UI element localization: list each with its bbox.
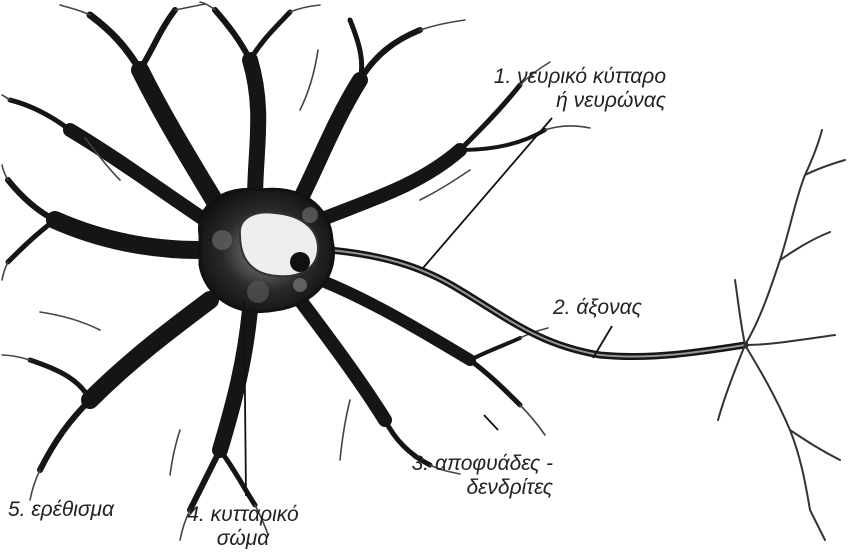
cell-body-label-line2: σώμα — [168, 527, 318, 551]
dendrites-label: 3. αποφυάδες - δενδρίτες — [412, 452, 553, 500]
neuron-label-line1: 1. νευρικό κύτταρο — [494, 65, 666, 89]
dendrites-label-line2: δενδρίτες — [412, 476, 553, 500]
axon-label-text: 2. άξονας — [553, 296, 642, 320]
neuron-leader-line — [423, 118, 552, 268]
nucleolus — [290, 252, 310, 272]
dendrites-leader-line — [484, 415, 498, 430]
cell-body-label: 4. κυτταρικό σώμα — [168, 503, 318, 551]
axon-terminals — [718, 130, 845, 540]
stimulus-label: 5. ερέθισμα — [8, 498, 114, 522]
dendrites-label-line1: 3. αποφυάδες - — [412, 452, 553, 476]
neuron-label: 1. νευρικό κύτταρο ή νευρώνας — [494, 65, 666, 113]
stimulus-label-text: 5. ερέθισμα — [8, 498, 114, 522]
axon — [330, 250, 745, 357]
neuron-label-line2: ή νευρώνας — [494, 89, 666, 113]
axon-label: 2. άξονας — [553, 296, 642, 320]
cell-body-label-line1: 4. κυτταρικό — [168, 503, 318, 527]
